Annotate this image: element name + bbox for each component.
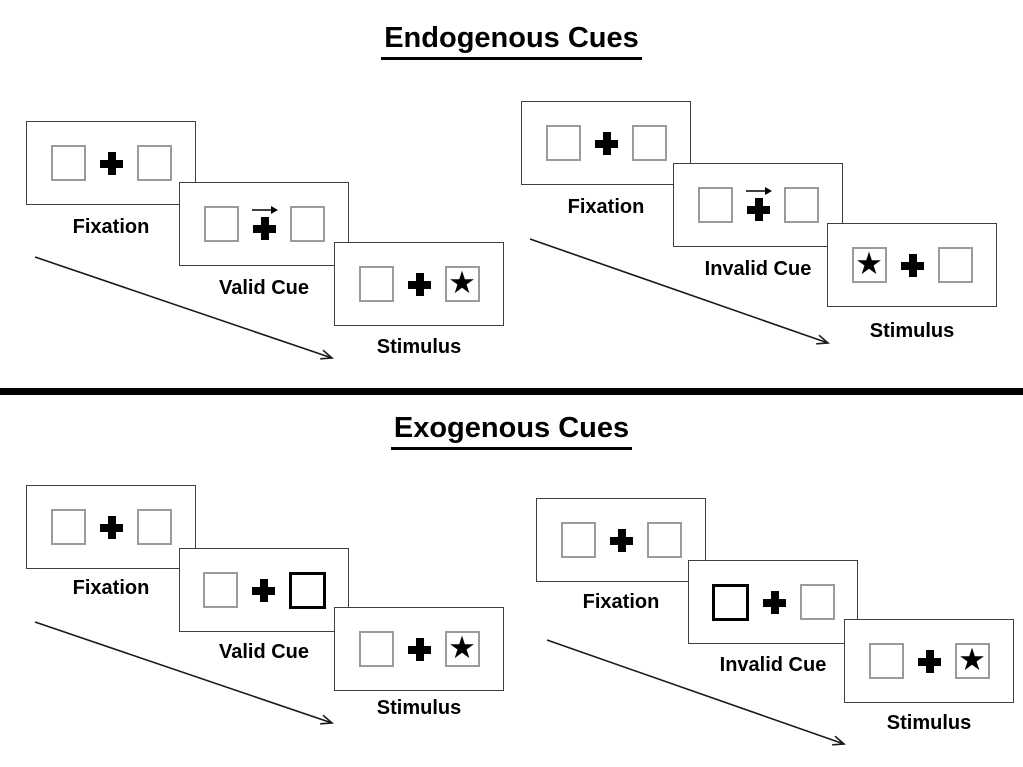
time-sequence-arrow — [546, 639, 846, 746]
time-sequence-arrow — [529, 238, 830, 345]
fixation-cross-icon — [900, 253, 924, 277]
right-placeholder-box — [631, 125, 667, 161]
time-sequence-arrow — [34, 256, 334, 360]
fixation-cross-icon — [99, 515, 123, 539]
stimulus-screen: ★ — [844, 619, 1014, 703]
fixation-cross-icon — [251, 578, 275, 602]
panel-label-fixation: Fixation — [567, 196, 645, 218]
fixation-cross-icon — [594, 131, 618, 155]
fixation-cross-icon — [252, 216, 276, 240]
cue-highlight-box — [288, 571, 326, 609]
left-placeholder-box — [697, 187, 733, 223]
panel-label-stimulus: Stimulus — [376, 336, 462, 358]
panel-label-valid-cue: Valid Cue — [218, 641, 310, 663]
section-divider — [0, 388, 1023, 395]
left-placeholder-box — [202, 572, 238, 608]
fixation-cross-icon — [762, 590, 786, 614]
invalid-cue-screen — [673, 163, 843, 247]
panel-label-invalid-cue: Invalid Cue — [704, 258, 812, 280]
left-placeholder-box — [868, 643, 904, 679]
stimulus-screen: ★ — [334, 607, 504, 691]
fixation-screen — [536, 498, 706, 582]
panel-label-fixation: Fixation — [582, 591, 660, 613]
fixation-cross-icon — [407, 272, 431, 296]
left-placeholder-box — [203, 206, 239, 242]
valid-cue-screen — [179, 548, 349, 632]
fixation-screen — [521, 101, 691, 185]
panel-label-valid-cue: Valid Cue — [218, 277, 310, 299]
stimulus-screen: ★ — [827, 223, 997, 307]
fixation-screen — [26, 485, 196, 569]
fixation-cross-icon — [746, 197, 770, 221]
panel-label-stimulus: Stimulus — [869, 320, 955, 342]
panel-label-invalid-cue: Invalid Cue — [719, 654, 827, 676]
panel-label-stimulus: Stimulus — [376, 697, 462, 719]
cue-highlight-box — [711, 583, 749, 621]
panel-label-fixation: Fixation — [72, 216, 150, 238]
right-placeholder-box — [937, 247, 973, 283]
left-placeholder-box — [358, 631, 394, 667]
exogenous-section-title-text: Exogenous Cues — [390, 412, 633, 450]
fixation-cross-icon — [407, 637, 431, 661]
target-star-icon: ★ — [448, 264, 476, 301]
cue-direction-arrow-icon — [745, 186, 772, 195]
target-star-box: ★ — [444, 629, 480, 667]
cue-direction-arrow-icon — [251, 205, 278, 214]
invalid-cue-screen — [688, 560, 858, 644]
left-placeholder-box — [50, 145, 86, 181]
right-placeholder-box — [136, 509, 172, 545]
fixation-cross-icon — [917, 649, 941, 673]
right-placeholder-box — [783, 187, 819, 223]
fixation-cross-icon — [609, 528, 633, 552]
target-star-box: ★ — [954, 641, 990, 679]
target-star-box: ★ — [851, 245, 887, 283]
valid-cue-screen — [179, 182, 349, 266]
right-placeholder-box — [136, 145, 172, 181]
target-star-icon: ★ — [448, 629, 476, 666]
left-placeholder-box — [560, 522, 596, 558]
exogenous-section-title: Exogenous Cues — [0, 412, 1023, 450]
right-placeholder-box — [289, 206, 325, 242]
target-star-icon: ★ — [855, 245, 883, 282]
left-placeholder-box — [50, 509, 86, 545]
right-placeholder-box — [646, 522, 682, 558]
left-placeholder-box — [545, 125, 581, 161]
endogenous-section-title: Endogenous Cues — [0, 22, 1023, 60]
time-sequence-arrow — [34, 621, 334, 725]
stimulus-screen: ★ — [334, 242, 504, 326]
endogenous-section-title-text: Endogenous Cues — [381, 22, 642, 60]
target-star-box: ★ — [444, 264, 480, 302]
panel-label-stimulus: Stimulus — [886, 712, 972, 734]
target-star-icon: ★ — [958, 641, 986, 678]
right-placeholder-box — [799, 584, 835, 620]
left-placeholder-box — [358, 266, 394, 302]
panel-label-fixation: Fixation — [72, 577, 150, 599]
fixation-cross-icon — [99, 151, 123, 175]
fixation-screen — [26, 121, 196, 205]
